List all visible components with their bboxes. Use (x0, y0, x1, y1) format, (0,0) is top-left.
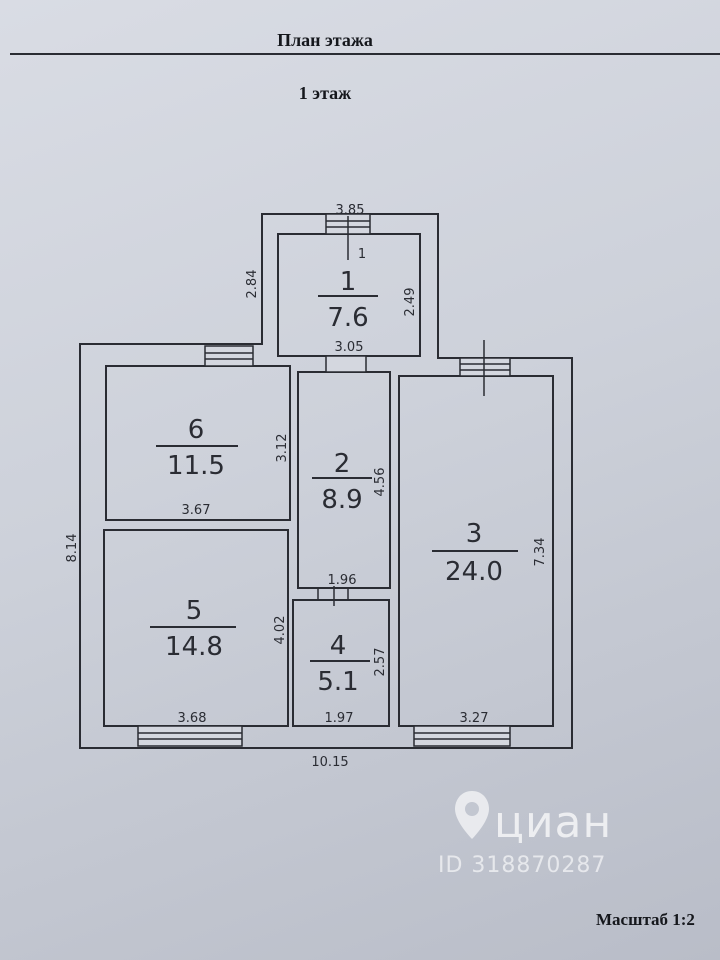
room-6-number: 6 (188, 415, 205, 445)
door-room1 (325, 355, 367, 373)
window-bottom-room5 (137, 725, 243, 747)
window-top-room6 (204, 345, 254, 367)
dim-196: 1.96 (328, 573, 357, 588)
dim-312: 3.12 (275, 434, 290, 463)
dim-room1-label: 1 (358, 247, 366, 262)
dim-327: 3.27 (460, 711, 489, 726)
dim-305: 3.05 (335, 340, 364, 355)
room-5-area: 14.8 (165, 632, 223, 662)
room-1-number: 1 (340, 267, 357, 297)
room-2-number: 2 (334, 449, 351, 479)
dim-197: 1.97 (325, 711, 354, 726)
room-2-area: 8.9 (321, 485, 362, 515)
dim-1015: 10.15 (311, 755, 348, 770)
dim-814: 8.14 (65, 534, 80, 563)
door-room4 (317, 586, 349, 606)
cian-watermark: циан ID 318870287 (438, 785, 668, 895)
dim-top-385: 3.85 (336, 203, 365, 218)
page-title: План этажа (277, 30, 373, 50)
room-4-number: 4 (330, 631, 347, 661)
location-pin-icon (455, 791, 489, 839)
dim-456: 4.56 (373, 468, 388, 497)
room-6-outline (105, 365, 291, 521)
dim-249: 2.49 (403, 288, 418, 317)
room-5-number: 5 (186, 596, 203, 626)
dim-368: 3.68 (178, 711, 207, 726)
dim-257: 2.57 (373, 648, 388, 677)
window-bottom-room3 (413, 725, 511, 747)
scale-label: Масштаб 1:2 (596, 910, 695, 929)
room-6-area: 11.5 (167, 451, 225, 481)
dim-367: 3.67 (182, 503, 211, 518)
room-3-area: 24.0 (445, 557, 503, 587)
watermark-id: ID 318870287 (438, 853, 607, 878)
dim-734: 7.34 (533, 538, 548, 567)
room-1-area: 7.6 (327, 303, 368, 333)
room-3-number: 3 (466, 519, 483, 549)
watermark-brand: циан (494, 797, 613, 848)
window-top-room3 (459, 357, 511, 377)
room-4-outline (292, 599, 390, 727)
floor-label: 1 этаж (298, 83, 352, 103)
room-4-area: 5.1 (317, 667, 358, 697)
header-divider (10, 53, 720, 55)
dim-284: 2.84 (245, 270, 260, 299)
outer-wall (79, 213, 573, 749)
dim-402: 4.02 (273, 616, 288, 645)
